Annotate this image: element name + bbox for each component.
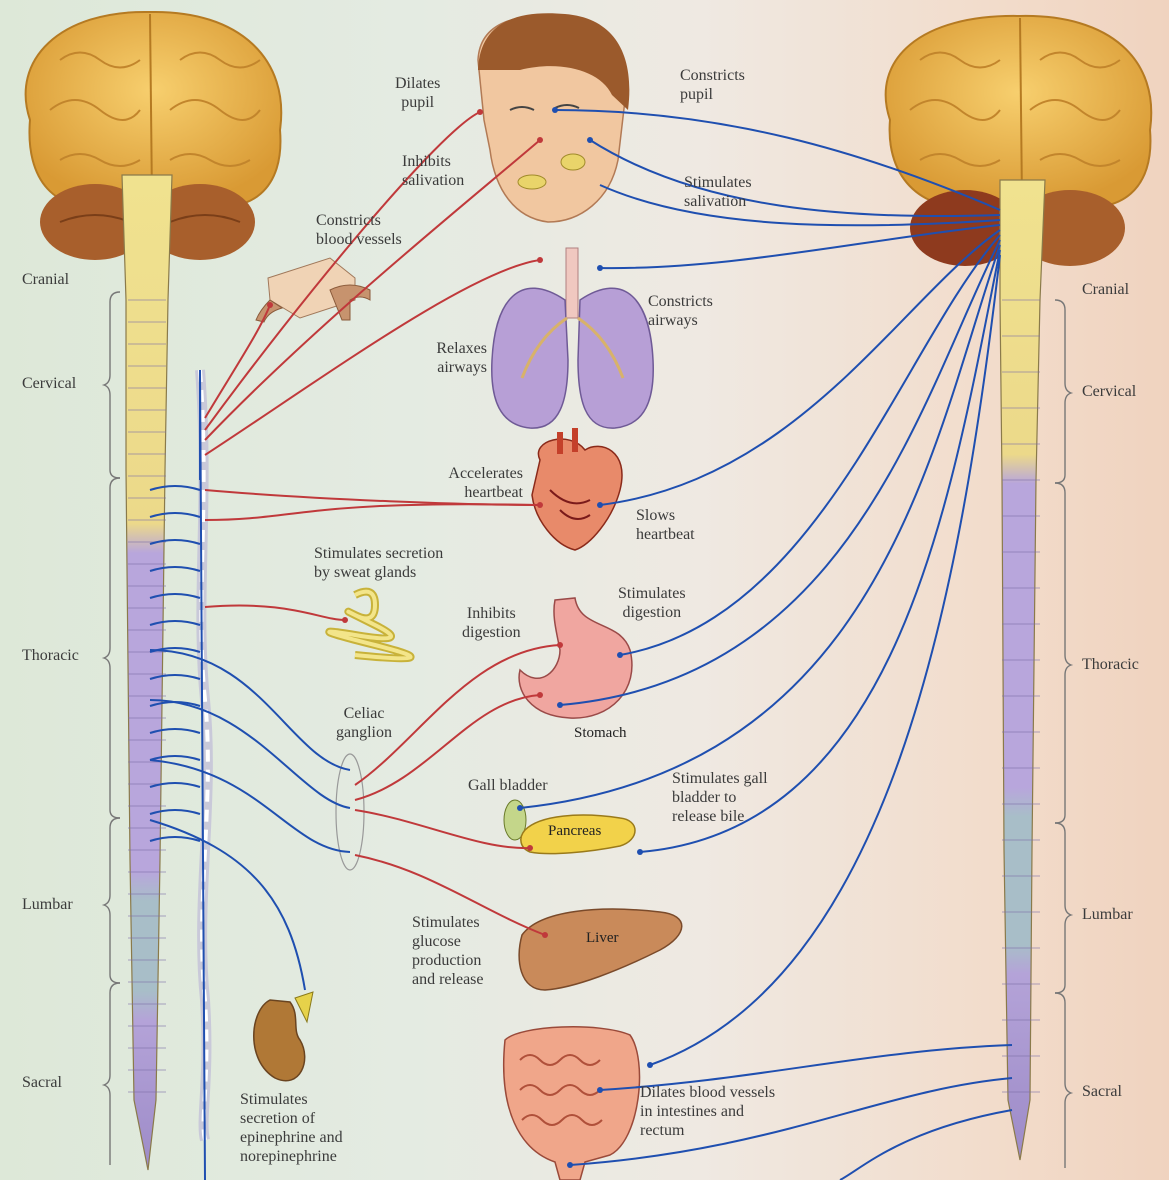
nerve-ending bbox=[537, 502, 543, 508]
label-stomach: Stomach bbox=[574, 724, 627, 743]
label-constricts-pupil: Constricts pupil bbox=[680, 66, 745, 104]
label-slows-heartbeat: Slows heartbeat bbox=[636, 506, 695, 544]
left-spinal-cord bbox=[122, 175, 172, 1170]
nerve-ending bbox=[542, 932, 548, 938]
lungs-organ bbox=[492, 248, 653, 428]
nerve-ending bbox=[557, 642, 563, 648]
kidney-organ bbox=[254, 992, 313, 1081]
label-sweat-glands: Stimulates secretion by sweat glands bbox=[314, 544, 443, 582]
splanchnic-nerve-3 bbox=[150, 760, 350, 852]
right-label-cervical: Cervical bbox=[1082, 382, 1136, 401]
label-relaxes-airways: Relaxes airways bbox=[415, 339, 487, 377]
splanchnic-nerve-1 bbox=[150, 650, 350, 770]
nerve-ending bbox=[537, 137, 543, 143]
left-label-lumbar: Lumbar bbox=[22, 895, 73, 914]
label-inhibits-digestion: Inhibits digestion bbox=[462, 604, 521, 642]
sympathetic-to-heart-2 bbox=[205, 504, 540, 520]
nerve-ending bbox=[637, 849, 643, 855]
nerve-ending bbox=[342, 617, 348, 623]
label-constricts-airways: Constricts airways bbox=[648, 292, 713, 330]
parasympathetic-to-heart bbox=[600, 230, 1000, 505]
right-region-braces bbox=[1055, 300, 1071, 1168]
celiac-ganglion-outline bbox=[336, 754, 364, 870]
label-dilates-intestines: Dilates blood vessels in intestines and … bbox=[640, 1083, 775, 1140]
label-stimulates-gall-bladder: Stimulates gall bladder to release bile bbox=[672, 769, 768, 826]
parasympathetic-to-pancreas bbox=[640, 250, 1000, 852]
sacral-parasympathetic-3 bbox=[840, 1110, 1012, 1180]
intestines-organ bbox=[504, 1027, 640, 1180]
label-accelerates-heartbeat: Accelerates heartbeat bbox=[415, 464, 523, 502]
nerve-ending bbox=[597, 1087, 603, 1093]
right-label-cranial: Cranial bbox=[1082, 280, 1129, 299]
label-constricts-blood-vessels: Constricts blood vessels bbox=[316, 211, 402, 249]
parasympathetic-to-intestines bbox=[650, 255, 1000, 1065]
adrenal-nerve bbox=[150, 820, 305, 990]
nerve-ending bbox=[537, 257, 543, 263]
stomach-organ bbox=[519, 598, 632, 718]
label-pancreas: Pancreas bbox=[548, 822, 601, 841]
nerve-ending bbox=[617, 652, 623, 658]
left-label-thoracic: Thoracic bbox=[22, 646, 79, 665]
label-stimulates-digestion: Stimulates digestion bbox=[618, 584, 686, 622]
nerve-ending bbox=[537, 692, 543, 698]
liver-organ bbox=[519, 909, 682, 990]
nerve-ending bbox=[557, 702, 563, 708]
nerve-ending bbox=[647, 1062, 653, 1068]
nerve-ending bbox=[517, 805, 523, 811]
right-label-lumbar: Lumbar bbox=[1082, 905, 1133, 924]
left-region-braces bbox=[104, 292, 120, 1165]
nerve-ending bbox=[597, 265, 603, 271]
label-inhibits-salivation: Inhibits salivation bbox=[402, 152, 464, 190]
left-label-cranial: Cranial bbox=[22, 270, 69, 289]
nerve-ending bbox=[587, 137, 593, 143]
label-dilates-pupil: Dilates pupil bbox=[395, 74, 440, 112]
label-liver: Liver bbox=[586, 929, 618, 948]
right-label-sacral: Sacral bbox=[1082, 1082, 1122, 1101]
label-stimulates-glucose: Stimulates glucose production and releas… bbox=[412, 913, 484, 989]
label-gall-bladder: Gall bladder bbox=[468, 776, 548, 795]
nerve-ending bbox=[597, 502, 603, 508]
label-celiac-ganglion: Celiac ganglion bbox=[336, 704, 392, 742]
splanchnic-nerve-2 bbox=[150, 700, 350, 808]
nerve-ending bbox=[552, 107, 558, 113]
right-spinal-cord bbox=[1000, 180, 1045, 1160]
label-stimulates-salivation: Stimulates salivation bbox=[684, 173, 752, 211]
right-label-thoracic: Thoracic bbox=[1082, 655, 1139, 674]
nerve-ending bbox=[267, 302, 273, 308]
sympathetic-to-blood-vessels bbox=[205, 305, 270, 418]
label-epinephrine: Stimulates secretion of epinephrine and … bbox=[240, 1090, 343, 1166]
face-organ bbox=[478, 13, 629, 222]
nerve-ending bbox=[477, 109, 483, 115]
sympathetic-to-sweat-glands bbox=[205, 606, 345, 620]
left-label-cervical: Cervical bbox=[22, 374, 76, 393]
left-label-sacral: Sacral bbox=[22, 1073, 62, 1092]
heart-organ bbox=[532, 428, 622, 550]
sweat-gland-organ bbox=[329, 592, 410, 659]
nerve-ending bbox=[527, 845, 533, 851]
nerve-ending bbox=[567, 1162, 573, 1168]
sympathetic-to-lungs bbox=[205, 260, 540, 455]
